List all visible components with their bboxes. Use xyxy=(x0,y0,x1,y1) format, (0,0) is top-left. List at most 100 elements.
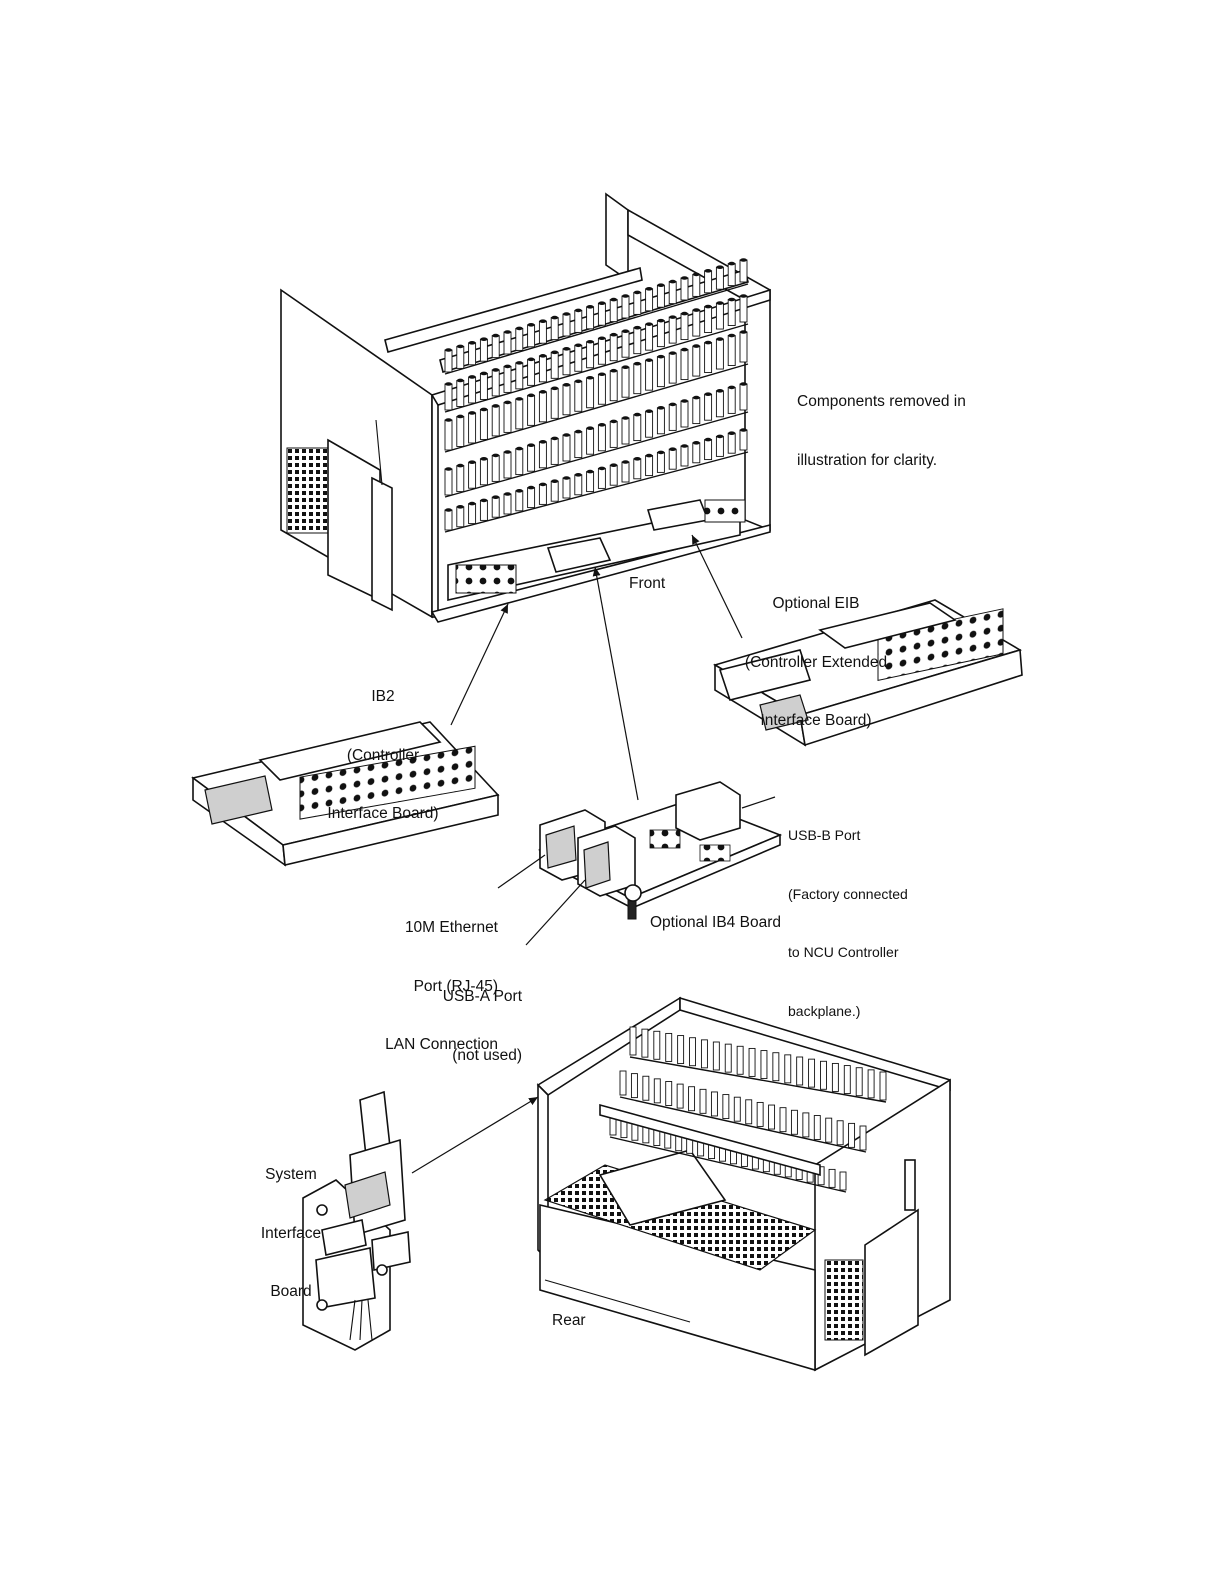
usb-a-port-label: USB-A Port (not used) xyxy=(442,988,522,1064)
stud-cap xyxy=(716,389,724,393)
breaker-stud xyxy=(515,362,524,390)
eib-board-illustration xyxy=(713,599,1023,747)
stud-cap xyxy=(728,431,736,436)
stud-cap xyxy=(504,400,511,405)
rear-stud xyxy=(677,1035,685,1065)
stud-cap xyxy=(716,301,724,305)
breaker-stud xyxy=(715,390,724,418)
rear-stud xyxy=(712,1041,720,1071)
breaker-stud xyxy=(727,299,736,326)
stud-cap xyxy=(574,343,582,348)
stud-cap xyxy=(598,301,606,306)
stud-cap xyxy=(681,399,688,403)
components-removed-note: Components removed in illustration for c… xyxy=(797,393,966,469)
stud-cap xyxy=(669,402,677,407)
stud-cap xyxy=(586,305,594,309)
stud-cap xyxy=(645,409,653,414)
stud-cap xyxy=(657,318,665,323)
ethernet-port-label: 10M Ethernet Port (RJ-45) LAN Connection xyxy=(385,919,498,1053)
breaker-stud xyxy=(527,324,536,348)
breaker-stud xyxy=(633,414,642,442)
system-interface-leader xyxy=(411,1096,539,1174)
breaker-stud xyxy=(739,429,748,451)
stud-cap xyxy=(728,297,736,302)
stud-cap xyxy=(468,501,476,506)
stud-cap xyxy=(492,453,500,458)
breaker-stud xyxy=(680,400,689,428)
rear-stud xyxy=(641,1028,649,1058)
ib2-board-illustration xyxy=(191,721,500,867)
breaker-stud xyxy=(609,370,618,402)
breaker-stud xyxy=(456,345,465,369)
stud-cap xyxy=(574,379,582,384)
breaker-stud xyxy=(656,356,665,388)
stud-cap xyxy=(445,467,452,471)
stud-cap xyxy=(692,441,700,445)
rear-stud xyxy=(642,1075,650,1101)
breaker-stud xyxy=(562,384,571,416)
stud-cap xyxy=(716,337,724,341)
breaker-stud xyxy=(680,349,689,381)
breaker-stud xyxy=(656,320,665,348)
breaker-stud xyxy=(479,458,488,486)
stud-cap xyxy=(492,495,500,500)
ethernet-leader xyxy=(497,854,546,889)
stud-cap xyxy=(551,386,559,391)
breaker-stud xyxy=(491,369,500,397)
stud-cap xyxy=(539,354,547,358)
stud-cap xyxy=(610,419,618,424)
stud-cap xyxy=(515,361,523,365)
stud-cap xyxy=(551,479,559,484)
stud-cap xyxy=(704,304,712,309)
breaker-stud xyxy=(562,477,571,499)
stud-cap xyxy=(586,339,594,344)
rear-stud xyxy=(689,1037,696,1067)
system-interface-board-label: System Interface Board xyxy=(260,1166,322,1300)
stud-cap xyxy=(527,485,535,490)
breaker-stud xyxy=(715,338,724,370)
ib4-board-label: Optional IB4 Board xyxy=(650,914,781,931)
ib2-label: IB2 (Controller Interface Board) xyxy=(327,688,439,822)
stud-cap xyxy=(692,395,700,400)
stud-cap xyxy=(669,279,677,284)
rear-stud xyxy=(808,1058,816,1088)
breaker-stud xyxy=(538,391,547,423)
stud-cap xyxy=(551,315,559,320)
ib2-leader xyxy=(450,603,509,726)
breaker-stud xyxy=(527,444,536,472)
rear-stud xyxy=(688,1086,696,1112)
rear-stud xyxy=(736,1045,744,1075)
breaker-stud xyxy=(609,464,618,486)
breaker-stud xyxy=(597,424,606,452)
stud-cap xyxy=(456,378,464,383)
stud-cap xyxy=(445,418,452,422)
stud-cap xyxy=(692,308,700,312)
stud-cap xyxy=(633,290,641,295)
breaker-stud xyxy=(468,376,477,404)
rear-stud xyxy=(619,1070,627,1096)
stud-cap xyxy=(622,329,629,334)
breaker-stud xyxy=(633,291,642,315)
breaker-stud xyxy=(444,383,453,411)
stud-cap xyxy=(728,333,736,338)
breaker-stud xyxy=(503,331,512,355)
stud-cap xyxy=(574,308,582,313)
breaker-stud xyxy=(468,342,477,366)
breaker-stud xyxy=(692,345,701,377)
rear-stud xyxy=(745,1099,753,1125)
breaker-stud xyxy=(692,273,701,297)
stud-cap xyxy=(681,311,688,316)
breaker-stud xyxy=(574,309,583,333)
breaker-stud xyxy=(621,461,630,483)
stud-cap xyxy=(480,498,488,503)
rear-stud xyxy=(831,1062,839,1092)
stud-cap xyxy=(704,437,712,442)
stud-cap xyxy=(480,457,488,461)
stud-cap xyxy=(657,406,665,410)
rear-stud xyxy=(665,1032,673,1062)
stud-cap xyxy=(622,416,629,420)
system-interface-board-illustration xyxy=(302,1090,411,1351)
stud-cap xyxy=(445,348,452,352)
breaker-stud xyxy=(491,405,500,437)
stud-cap xyxy=(468,341,476,345)
